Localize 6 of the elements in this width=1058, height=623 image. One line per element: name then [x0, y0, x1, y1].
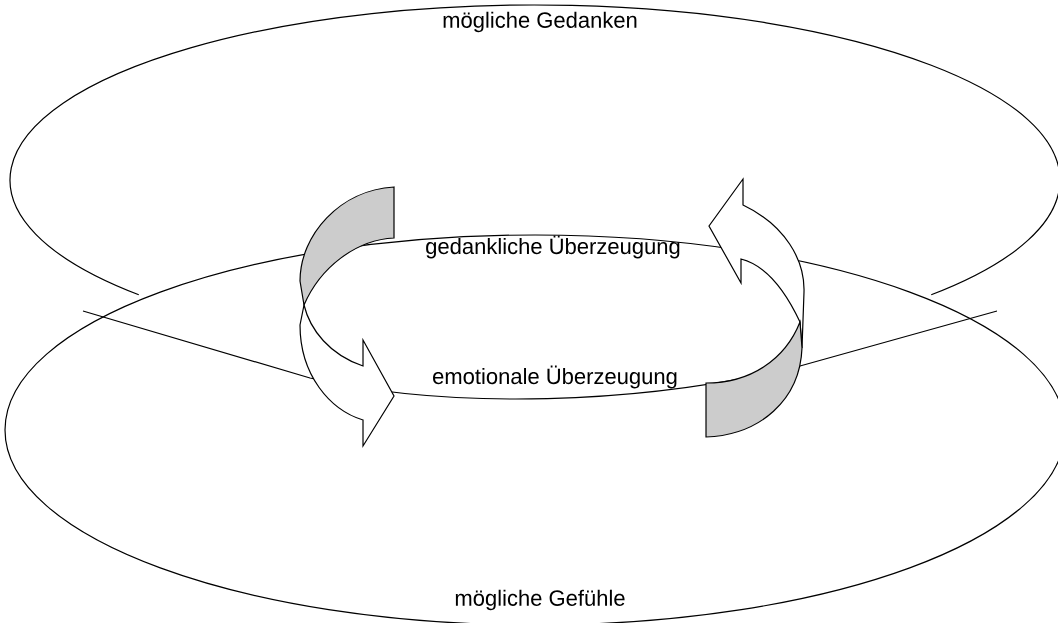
ellipse-label: mögliche Gedanken	[443, 11, 637, 33]
statement-text: emotionale Überzeugung	[433, 365, 677, 389]
ellipse-label: mögliche Gefühle	[455, 589, 625, 611]
curved-arrow	[299, 186, 395, 447]
statement-text: gedankliche Überzeugung	[426, 235, 680, 259]
curved-arrow	[705, 178, 805, 438]
